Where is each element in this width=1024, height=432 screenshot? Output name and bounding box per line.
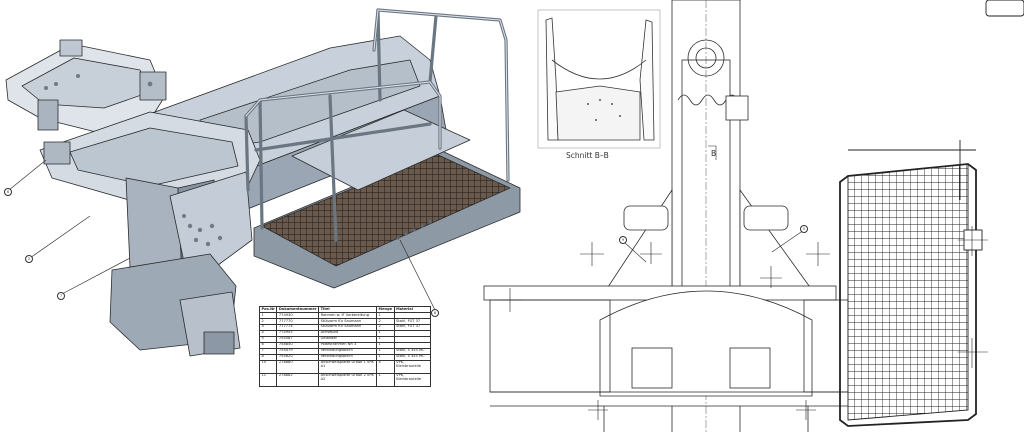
vertical-post-flange [169, 171, 253, 269]
mesh-panel [847, 163, 969, 421]
front-box-left [631, 347, 673, 389]
section-right-wall [639, 19, 655, 141]
mesh-top-rail [848, 140, 976, 200]
isometric-view [5, 8, 521, 357]
front-lower-frame [489, 299, 611, 393]
platform-top-plate [291, 109, 471, 191]
front-base-rail [490, 391, 848, 407]
balloon-iso-right: 8 [431, 309, 439, 317]
bom-cell-pos: 11 [258, 372, 278, 387]
front-leader-right [771, 229, 805, 253]
front-gusset-left [605, 188, 673, 291]
mesh-crosshair [958, 226, 988, 368]
bom-cell-material: VPK, Kleinbrauteile [393, 372, 432, 387]
front-cross-frame-inner [69, 127, 239, 187]
bom-cell-title: Anschweißplatte Größe 2 VPK A2 [318, 372, 378, 387]
balloon-front-right: 5 [800, 225, 808, 233]
section-profile [551, 59, 647, 80]
bom-table: Pos.Nr Dokumentnummer Titel Menge Materi… [258, 306, 432, 387]
platform-side-holes [396, 220, 432, 240]
railing-highlight [245, 9, 509, 181]
rear-frame-block-2 [139, 71, 167, 101]
front-leader-left [623, 241, 647, 263]
section-dots [587, 99, 621, 121]
mesh-frame [839, 163, 977, 427]
bom-cell-qty: 4 [376, 359, 395, 374]
bom-cell-qty: 1 [376, 372, 395, 387]
front-view [483, 0, 849, 432]
bom-cell-doc: 278882 [276, 372, 320, 387]
balloon-front-left: 9 [619, 236, 627, 244]
bom-cell-material: VPK, Kleinbrauteile [393, 359, 432, 374]
section-view [537, 9, 661, 149]
front-legs [603, 406, 809, 432]
rear-frame-block-3 [37, 99, 59, 131]
leader-lines [8, 159, 437, 313]
section-view-label: Schnitt B–B [566, 151, 609, 160]
bom-cell-title: Anschweißplatte Größe 1 VPK A1 [318, 359, 378, 374]
front-gusset-right [739, 188, 813, 291]
side-mesh-view [839, 0, 1024, 427]
section-profile-2 [555, 85, 641, 141]
balloon-iso-left-mid: 2 [25, 255, 33, 263]
section-marker-label: B [711, 149, 717, 158]
front-crosshairs [498, 242, 830, 420]
front-box-right [729, 347, 771, 389]
base-foot-pad [203, 331, 235, 355]
balloon-iso-left-lower: 7 [57, 292, 65, 300]
section-marker-line [708, 145, 717, 160]
rear-frame-block [59, 39, 83, 57]
corner-fragment [985, 0, 1024, 17]
front-frame-lug [43, 141, 71, 165]
flange-holes [44, 74, 223, 247]
balloon-iso-left-upper: 6 [4, 188, 12, 196]
bom-cell-doc: 278880 [276, 359, 320, 374]
front-bracket-left [623, 205, 669, 231]
bom-header-row: Pos.Nr Dokumentnummer Titel Menge Materi… [258, 306, 432, 313]
front-bracket-top [725, 95, 749, 121]
bom-cell-pos: 10 [258, 359, 278, 374]
front-bracket-right [743, 205, 789, 231]
